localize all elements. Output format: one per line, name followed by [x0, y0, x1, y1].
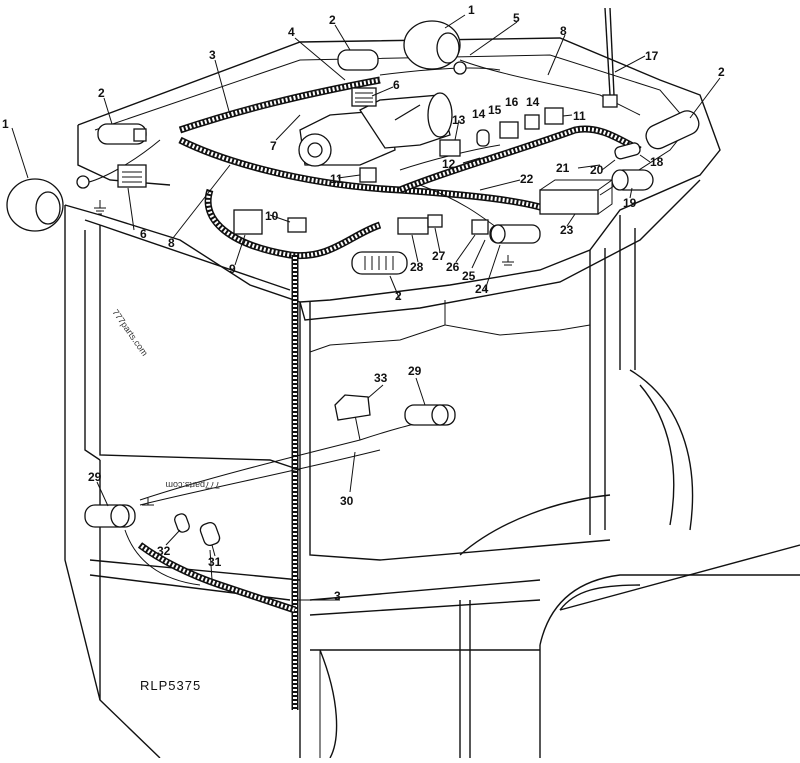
wiring-harness [84, 59, 642, 710]
antenna [604, 7, 611, 96]
callout-22: 22 [520, 172, 534, 186]
callout-18: 18 [650, 155, 664, 169]
bulb-32 [174, 513, 190, 533]
cab-body [64, 37, 800, 759]
bulb-31 [199, 521, 221, 547]
dome-light-33 [334, 394, 371, 421]
callout-2a: 2 [98, 86, 105, 100]
callout-13: 13 [452, 113, 466, 127]
callout-15: 15 [488, 103, 502, 117]
callout-2b: 2 [329, 13, 336, 27]
callout-3a: 3 [209, 48, 216, 62]
callout-27: 27 [432, 249, 446, 263]
callout-2c: 2 [718, 65, 725, 79]
figure-code: RLP5375 [140, 678, 201, 693]
relay-13 [439, 139, 461, 157]
callout-11a: 11 [330, 172, 343, 186]
callout-31: 31 [208, 555, 222, 569]
relay-11b [544, 107, 564, 125]
lamp-2c [645, 110, 700, 150]
relay-6a [117, 164, 147, 188]
lamp-2b [337, 49, 379, 71]
callout-3b: 3 [334, 589, 341, 603]
callout-14b: 14 [526, 95, 540, 109]
watermark-mirrored: 777parts.com [165, 480, 220, 490]
callout-26: 26 [446, 260, 460, 274]
connector-18 [614, 142, 641, 160]
callout-1a: 1 [2, 117, 9, 131]
module-28 [397, 217, 429, 235]
callout-11b: 11 [573, 109, 586, 123]
callout-8a: 8 [560, 24, 567, 38]
watermark-side: 777parts.com [110, 307, 149, 357]
callout-2d: 2 [395, 289, 402, 303]
callout-4: 4 [288, 25, 295, 39]
relay-10 [287, 217, 307, 233]
relay-14a [476, 129, 490, 147]
control-box-23 [539, 189, 599, 215]
callout-30: 30 [340, 494, 354, 508]
callout-17: 17 [645, 49, 659, 63]
callout-7: 7 [270, 139, 277, 153]
callout-19: 19 [623, 196, 637, 210]
heater-blower [298, 92, 453, 167]
callout-10: 10 [265, 209, 279, 223]
callout-24: 24 [475, 282, 489, 296]
callout-12: 12 [442, 157, 456, 171]
callout-25: 25 [462, 269, 476, 283]
callout-33: 33 [374, 371, 388, 385]
component-parts [6, 7, 700, 547]
relay-14b [524, 114, 540, 130]
callout-6a: 6 [140, 227, 147, 241]
callout-14a: 14 [472, 107, 486, 121]
callout-29b: 29 [88, 470, 102, 484]
callout-6b: 6 [393, 78, 400, 92]
callout-5: 5 [513, 11, 520, 25]
callout-23: 23 [560, 223, 574, 237]
callout-9: 9 [229, 262, 236, 276]
callout-32: 32 [157, 544, 171, 558]
connector-27 [427, 214, 443, 228]
callout-20: 20 [590, 163, 604, 177]
callout-29a: 29 [408, 364, 422, 378]
switch-9 [233, 209, 263, 235]
callout-8b: 8 [168, 236, 175, 250]
callout-16: 16 [505, 95, 519, 109]
relay-16 [499, 121, 519, 139]
callout-1b: 1 [468, 3, 475, 17]
callout-28: 28 [410, 260, 424, 274]
callout-21: 21 [556, 161, 570, 175]
callout-labels: 1 1 2 2 2 2 3 3 4 5 6 6 7 8 8 9 10 11 11… [2, 3, 725, 603]
relay-6b [351, 87, 377, 107]
ground-symbol [94, 200, 106, 215]
relay-11a [359, 167, 377, 183]
leader-lines [11, 14, 721, 601]
relay-26 [471, 219, 489, 235]
